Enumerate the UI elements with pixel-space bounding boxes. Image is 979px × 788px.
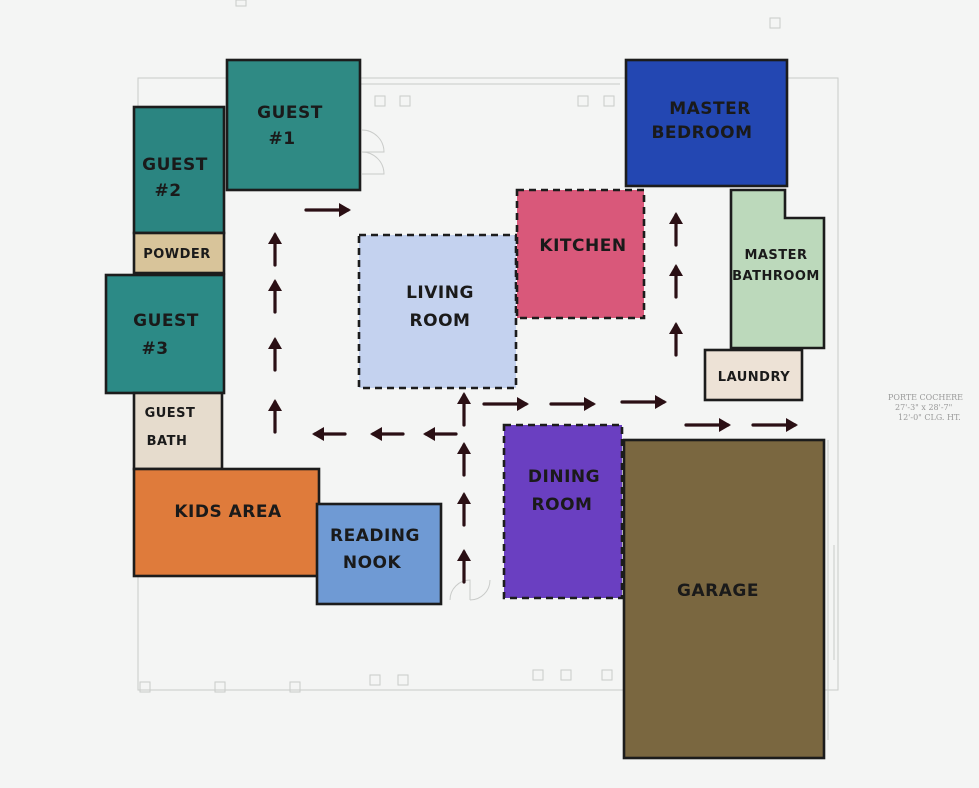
flow-arrow [268,232,282,267]
flow-arrow [457,392,471,427]
dining-room [502,423,624,600]
flow-arrow [669,212,683,247]
garage-room [622,438,826,760]
guest-2-room [132,105,226,235]
dining-room-label-line1: DINING [528,467,600,487]
porte-cochere-label: PORTE COCHERE [888,393,963,402]
garage-label: GARAGE [677,581,759,601]
flow-arrow [457,492,471,527]
flow-arrow [669,322,683,357]
flow-arrow [423,427,458,441]
master-bathroom-label-line1: MASTER [744,248,807,263]
guest-3-room [104,273,226,395]
flow-arrow [751,418,798,432]
kids-area-label: KIDS AREA [174,502,282,522]
living-room-label-line1: LIVING [406,283,474,303]
flow-arrow [312,427,347,441]
guest-bath-label-line1: GUEST [145,406,196,421]
kids-area-room [132,467,321,578]
flow-arrow [268,399,282,434]
flow-arrow [268,337,282,372]
laundry-room [703,348,804,402]
flow-arrow [370,427,405,441]
flow-arrow [457,442,471,477]
guest-2-label-line2: #2 [154,181,181,201]
dining-room-label-line2: ROOM [532,495,593,515]
master-bathroom-room [729,188,826,350]
flow-arrow [620,395,667,409]
circulation-arrows [268,203,798,584]
master-bathroom-label-line2: BATHROOM [732,269,820,284]
reading-nook-room [315,502,443,606]
porte-cochere-height: 12'-0" CLG. HT. [898,413,961,422]
flow-arrow [268,279,282,314]
guest-3-label-line1: GUEST [133,311,199,331]
powder-room [132,231,226,275]
laundry-label: LAUNDRY [718,370,790,385]
reading-nook-label-line1: READING [330,526,420,546]
master-bedroom-label-line2: BEDROOM [651,123,752,143]
flow-arrow [684,418,731,432]
background-plan-lines [137,0,839,740]
master-bedroom-room [624,58,789,188]
guest-3-label-line2: #3 [141,339,168,359]
reading-nook-label-line2: NOOK [343,553,402,573]
flow-arrow [669,264,683,299]
guest-2-label-line1: GUEST [142,155,208,175]
kitchen-room [515,188,646,320]
guest-bath-label-line2: BATH [147,434,188,449]
master-bedroom-label-line1: MASTER [669,99,751,119]
flow-arrow [482,397,529,411]
guest-1-label-line1: GUEST [257,103,323,123]
flow-arrow [549,397,596,411]
powder-label: POWDER [143,247,211,262]
living-room [357,233,518,390]
porte-cochere-size: 27'-3" x 28'-7" [895,403,952,412]
kitchen-label: KITCHEN [539,236,626,256]
guest-1-room [225,58,362,192]
flow-arrow [304,203,351,217]
flow-arrow [457,549,471,584]
living-room-label-line2: ROOM [410,311,471,331]
guest-bath-room [132,391,224,471]
guest-1-label-line2: #1 [268,129,295,149]
